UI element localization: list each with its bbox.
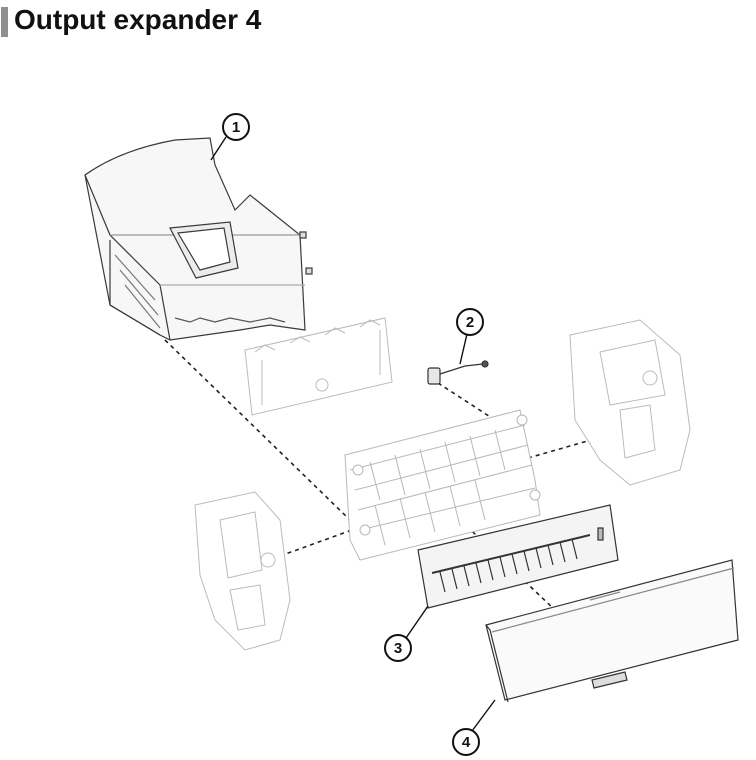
callout-1: 1 xyxy=(210,113,250,161)
callout-circle-3 xyxy=(384,634,412,662)
part-left-side-bracket xyxy=(194,491,291,651)
callout-label-1: 1 xyxy=(232,119,240,136)
part-sensor-cable xyxy=(427,360,489,385)
callout-2: 2 xyxy=(456,308,484,365)
part-mid-frame-plate xyxy=(244,317,393,416)
part-roller-frame-assembly xyxy=(344,409,541,561)
callout-circle-2 xyxy=(456,308,484,336)
callout-3: 3 xyxy=(384,605,429,662)
part-top-cover-tray xyxy=(84,137,313,341)
part-diverter-assembly xyxy=(417,504,619,609)
title-accent-bar xyxy=(1,7,8,37)
part-right-side-bracket xyxy=(569,319,691,486)
callout-label-3: 3 xyxy=(394,640,402,657)
callout-circle-4 xyxy=(452,728,480,756)
callout-4: 4 xyxy=(452,699,496,756)
assembly-guide-lines xyxy=(164,339,599,611)
page-title: Output expander 4 xyxy=(14,4,262,35)
part-front-cover xyxy=(485,559,739,703)
callout-label-4: 4 xyxy=(462,734,471,751)
callout-label-2: 2 xyxy=(466,314,474,331)
title-bar: Output expander 4 xyxy=(0,0,756,40)
callout-circle-1 xyxy=(222,113,250,141)
